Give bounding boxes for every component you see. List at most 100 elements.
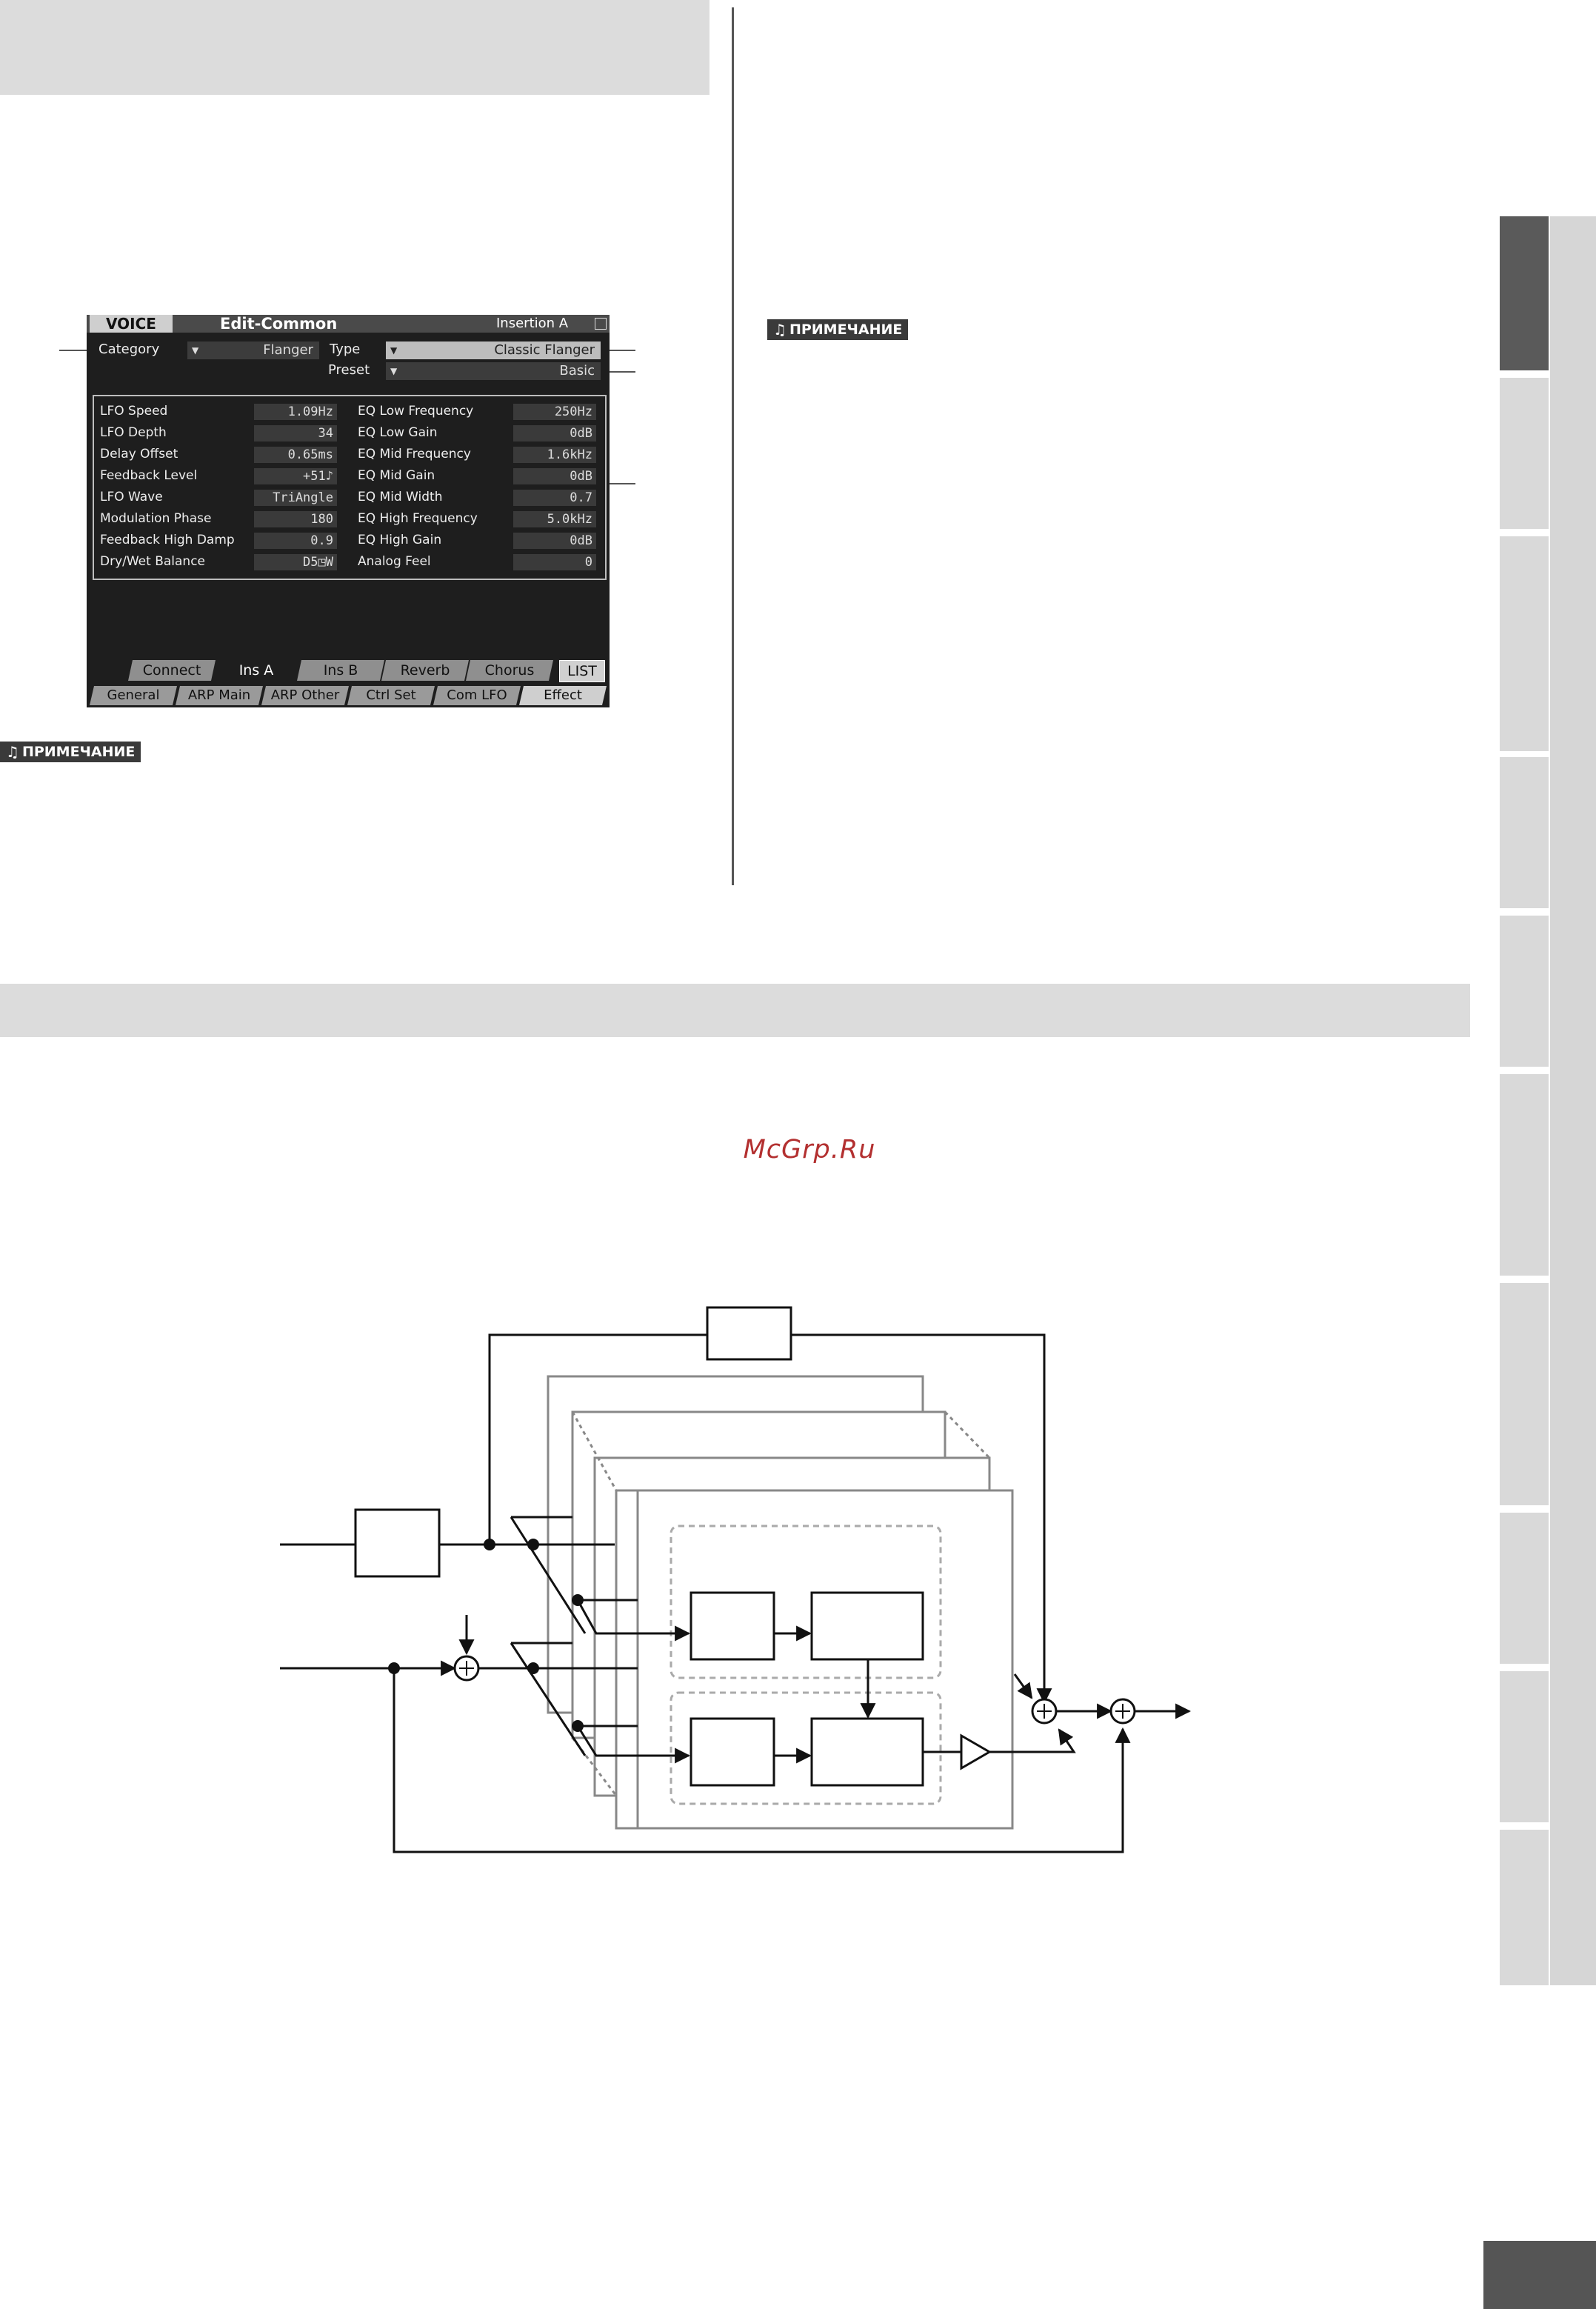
param-label: Feedback High Damp (100, 533, 235, 547)
feedback-block (706, 1306, 792, 1361)
section-header-band (0, 984, 1470, 1037)
side-tab[interactable] (1500, 1283, 1549, 1505)
param-label: Delay Offset (100, 447, 178, 462)
param-value[interactable]: 5.0kHz (513, 511, 596, 527)
param-label: Analog Feel (358, 554, 431, 569)
dropdown-arrow-icon: ▼ (390, 345, 398, 356)
dropdown-arrow-icon: ▼ (390, 366, 398, 376)
callout-line (606, 371, 635, 373)
column-divider (732, 7, 734, 885)
processing-group (670, 1525, 942, 1679)
type-select[interactable]: ▼ Classic Flanger (386, 341, 601, 359)
param-value[interactable]: 0 (513, 554, 596, 570)
param-value[interactable]: 180 (254, 511, 337, 527)
param-value[interactable]: D5◳W (254, 554, 337, 570)
screen-title: Edit-Common (220, 315, 338, 333)
mode-label: VOICE (90, 315, 173, 333)
tab-effect[interactable]: Effect (519, 686, 607, 705)
side-tab-active[interactable] (1500, 216, 1549, 370)
callout-line (59, 350, 89, 351)
screen-title-bar: VOICE Edit-Common Insertion A (87, 315, 610, 333)
tab-ctrl-set[interactable]: Ctrl Set (347, 686, 435, 705)
delay-block (690, 1591, 775, 1661)
junction-dot (572, 1594, 584, 1606)
junction-dot (527, 1662, 539, 1674)
param-value[interactable]: 1.09Hz (254, 404, 337, 420)
note-badge: ♫ ПРИМЕЧАНИЕ (0, 742, 141, 762)
info-icon (595, 318, 607, 330)
tab-reverb[interactable]: Reverb (381, 660, 469, 681)
tab-arp-other[interactable]: ARP Other (261, 686, 349, 705)
input-block (354, 1508, 441, 1578)
delay-block (690, 1717, 775, 1787)
param-value[interactable]: 0.9 (254, 533, 337, 549)
lcd-screen: VOICE Edit-Common Insertion A Category ▼… (87, 315, 610, 707)
function-tabs: Connect Ins A Ins B Reverb Chorus LIST (87, 660, 610, 682)
side-tab[interactable] (1500, 378, 1549, 529)
side-tab[interactable] (1500, 536, 1549, 751)
param-label: EQ Low Gain (358, 425, 438, 440)
tab-connect[interactable]: Connect (128, 660, 216, 681)
processing-group (670, 1691, 942, 1805)
junction-dot (527, 1539, 539, 1550)
type-label: Type (330, 341, 361, 357)
tab-chorus[interactable]: Chorus (466, 660, 553, 681)
param-label: EQ High Gain (358, 533, 442, 547)
music-note-icon: ♫ (773, 321, 787, 339)
param-label: Feedback Level (100, 468, 198, 483)
param-value[interactable]: +51♪ (254, 468, 337, 484)
junction-dot (572, 1720, 584, 1732)
category-label: Category (99, 341, 160, 357)
param-value[interactable]: 0.7 (513, 490, 596, 506)
tab-ins-a[interactable]: Ins A (213, 660, 300, 681)
tab-ins-b[interactable]: Ins B (297, 660, 384, 681)
watermark: McGrp.Ru (743, 1135, 876, 1165)
music-note-icon: ♫ (6, 743, 19, 761)
junction-dot (484, 1539, 495, 1550)
param-label: EQ Low Frequency (358, 404, 474, 419)
side-tab-strip (1550, 216, 1596, 1985)
param-label: LFO Wave (100, 490, 163, 504)
side-tab[interactable] (1500, 1513, 1549, 1664)
param-label: EQ Mid Width (358, 490, 443, 504)
preset-label: Preset (328, 362, 370, 378)
param-label: LFO Speed (100, 404, 168, 419)
side-tab[interactable] (1500, 1830, 1549, 1985)
page-number-box (1483, 2241, 1596, 2309)
param-value[interactable]: 0.65ms (254, 447, 337, 463)
header-band (0, 0, 709, 95)
param-value[interactable]: 250Hz (513, 404, 596, 420)
param-label: EQ Mid Frequency (358, 447, 471, 462)
param-value[interactable]: 0dB (513, 425, 596, 442)
side-tab[interactable] (1500, 1671, 1549, 1822)
insertion-label: Insertion A (496, 316, 569, 331)
page-tabs: General ARP Main ARP Other Ctrl Set Com … (87, 686, 610, 707)
param-value[interactable]: 34 (254, 425, 337, 442)
tab-general[interactable]: General (90, 686, 177, 705)
list-button[interactable]: LIST (559, 660, 605, 682)
tab-arp-main[interactable]: ARP Main (176, 686, 263, 705)
dropdown-arrow-icon: ▼ (192, 345, 199, 356)
note-badge: ♫ ПРИМЕЧАНИЕ (767, 319, 909, 340)
preset-select[interactable]: ▼ Basic (386, 362, 601, 380)
side-tab[interactable] (1500, 916, 1549, 1067)
modulation-block (810, 1717, 924, 1787)
param-value[interactable]: TriAngle (254, 490, 337, 506)
param-label: EQ Mid Gain (358, 468, 435, 483)
param-value[interactable]: 1.6kHz (513, 447, 596, 463)
side-tab[interactable] (1500, 1074, 1549, 1276)
junction-dot (388, 1662, 400, 1674)
param-label: LFO Depth (100, 425, 167, 440)
param-label: Modulation Phase (100, 511, 212, 526)
callout-line (606, 350, 635, 351)
param-label: Dry/Wet Balance (100, 554, 206, 569)
side-tab[interactable] (1500, 757, 1549, 908)
category-select[interactable]: ▼ Flanger (187, 341, 319, 359)
param-value[interactable]: 0dB (513, 468, 596, 484)
modulation-block (810, 1591, 924, 1661)
tab-com-lfo[interactable]: Com LFO (433, 686, 521, 705)
callout-line (606, 483, 635, 484)
param-label: EQ High Frequency (358, 511, 478, 526)
param-value[interactable]: 0dB (513, 533, 596, 549)
